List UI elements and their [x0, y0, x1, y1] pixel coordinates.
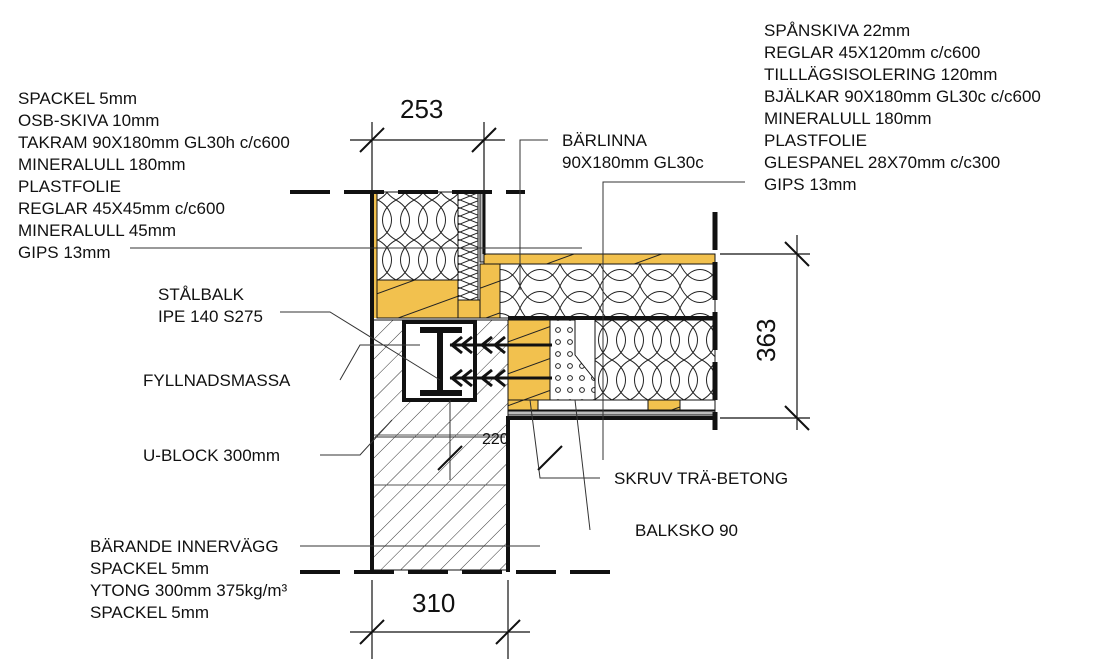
floor-extra-insulation — [499, 263, 716, 319]
svg-text:PLASTFOLIE: PLASTFOLIE — [18, 177, 121, 196]
svg-text:PLASTFOLIE: PLASTFOLIE — [764, 131, 867, 150]
svg-text:BJÄLKAR 90X180mm GL30c c/c600: BJÄLKAR 90X180mm GL30c c/c600 — [764, 87, 1041, 106]
svg-text:BÄRANDE INNERVÄGG: BÄRANDE INNERVÄGG — [90, 537, 279, 556]
dimension-lines — [350, 122, 810, 659]
barlinna-label: BÄRLINNA — [562, 131, 648, 150]
wall-insulation — [376, 191, 459, 281]
dimension-top: 253 — [400, 94, 443, 124]
dimension-bottom: 310 — [412, 588, 455, 618]
furring — [647, 399, 681, 411]
fyllnad-label: FYLLNADSMASSA — [143, 371, 291, 390]
joist-hanger — [549, 319, 596, 401]
floor-insulation — [594, 319, 716, 401]
floor-layers-label: SPÅNSKIVA 22mm REGLAR 45X120mm c/c600 TI… — [764, 21, 1041, 194]
svg-text:MINERALULL 180mm: MINERALULL 180mm — [764, 109, 932, 128]
svg-text:MINERALULL 180mm: MINERALULL 180mm — [18, 155, 186, 174]
svg-text:GIPS 13mm: GIPS 13mm — [764, 175, 857, 194]
svg-text:SPACKEL 5mm: SPACKEL 5mm — [90, 603, 209, 622]
innervagg-label: BÄRANDE INNERVÄGG SPACKEL 5mm YTONG 300m… — [90, 537, 287, 622]
svg-text:YTONG 300mm 375kg/m³: YTONG 300mm 375kg/m³ — [90, 581, 287, 600]
leader-lines — [130, 139, 745, 547]
wall-stud — [373, 192, 377, 318]
barlinna-beam — [507, 319, 551, 401]
barlinna-spec: 90X180mm GL30c — [562, 153, 704, 172]
svg-text:TILLLÄGSISOLERING 120mm: TILLLÄGSISOLERING 120mm — [764, 65, 997, 84]
svg-text:REGLAR 45X45mm c/c600: REGLAR 45X45mm c/c600 — [18, 199, 225, 218]
dimension-inner: 220 — [482, 431, 509, 448]
wall-layers-label: SPACKEL 5mm OSB-SKIVA 10mm TAKRAM 90X180… — [18, 89, 290, 262]
wall-battens-insulation — [457, 191, 479, 301]
svg-text:GLESPANEL 28X70mm c/c300: GLESPANEL 28X70mm c/c300 — [764, 153, 1000, 172]
stalbalk-label: STÅLBALK — [158, 285, 245, 304]
svg-text:SPACKEL 5mm: SPACKEL 5mm — [90, 559, 209, 578]
screws — [449, 335, 552, 388]
svg-text:SPÅNSKIVA 22mm: SPÅNSKIVA 22mm — [764, 21, 910, 40]
stalbalk-spec: IPE 140 S275 — [158, 307, 263, 326]
svg-text:TAKRAM 90X180mm GL30h c/c600: TAKRAM 90X180mm GL30h c/c600 — [18, 133, 290, 152]
ceiling-gips — [507, 410, 716, 416]
svg-text:GIPS 13mm: GIPS 13mm — [18, 243, 111, 262]
floor-chipboard — [483, 253, 716, 265]
steel-beam-ipe — [420, 327, 462, 396]
svg-text:MINERALULL 45mm: MINERALULL 45mm — [18, 221, 176, 240]
svg-text:REGLAR 45X120mm c/c600: REGLAR 45X120mm c/c600 — [764, 43, 980, 62]
skruv-label: SKRUV TRÄ-BETONG — [614, 469, 788, 488]
svg-text:OSB-SKIVA 10mm: OSB-SKIVA 10mm — [18, 111, 159, 130]
dimension-right: 363 — [751, 319, 781, 362]
ublock-label: U-BLOCK 300mm — [143, 446, 280, 465]
svg-text:SPACKEL 5mm: SPACKEL 5mm — [18, 89, 137, 108]
wall-plate — [376, 279, 459, 319]
balksko-label: BALKSKO 90 — [635, 521, 738, 540]
